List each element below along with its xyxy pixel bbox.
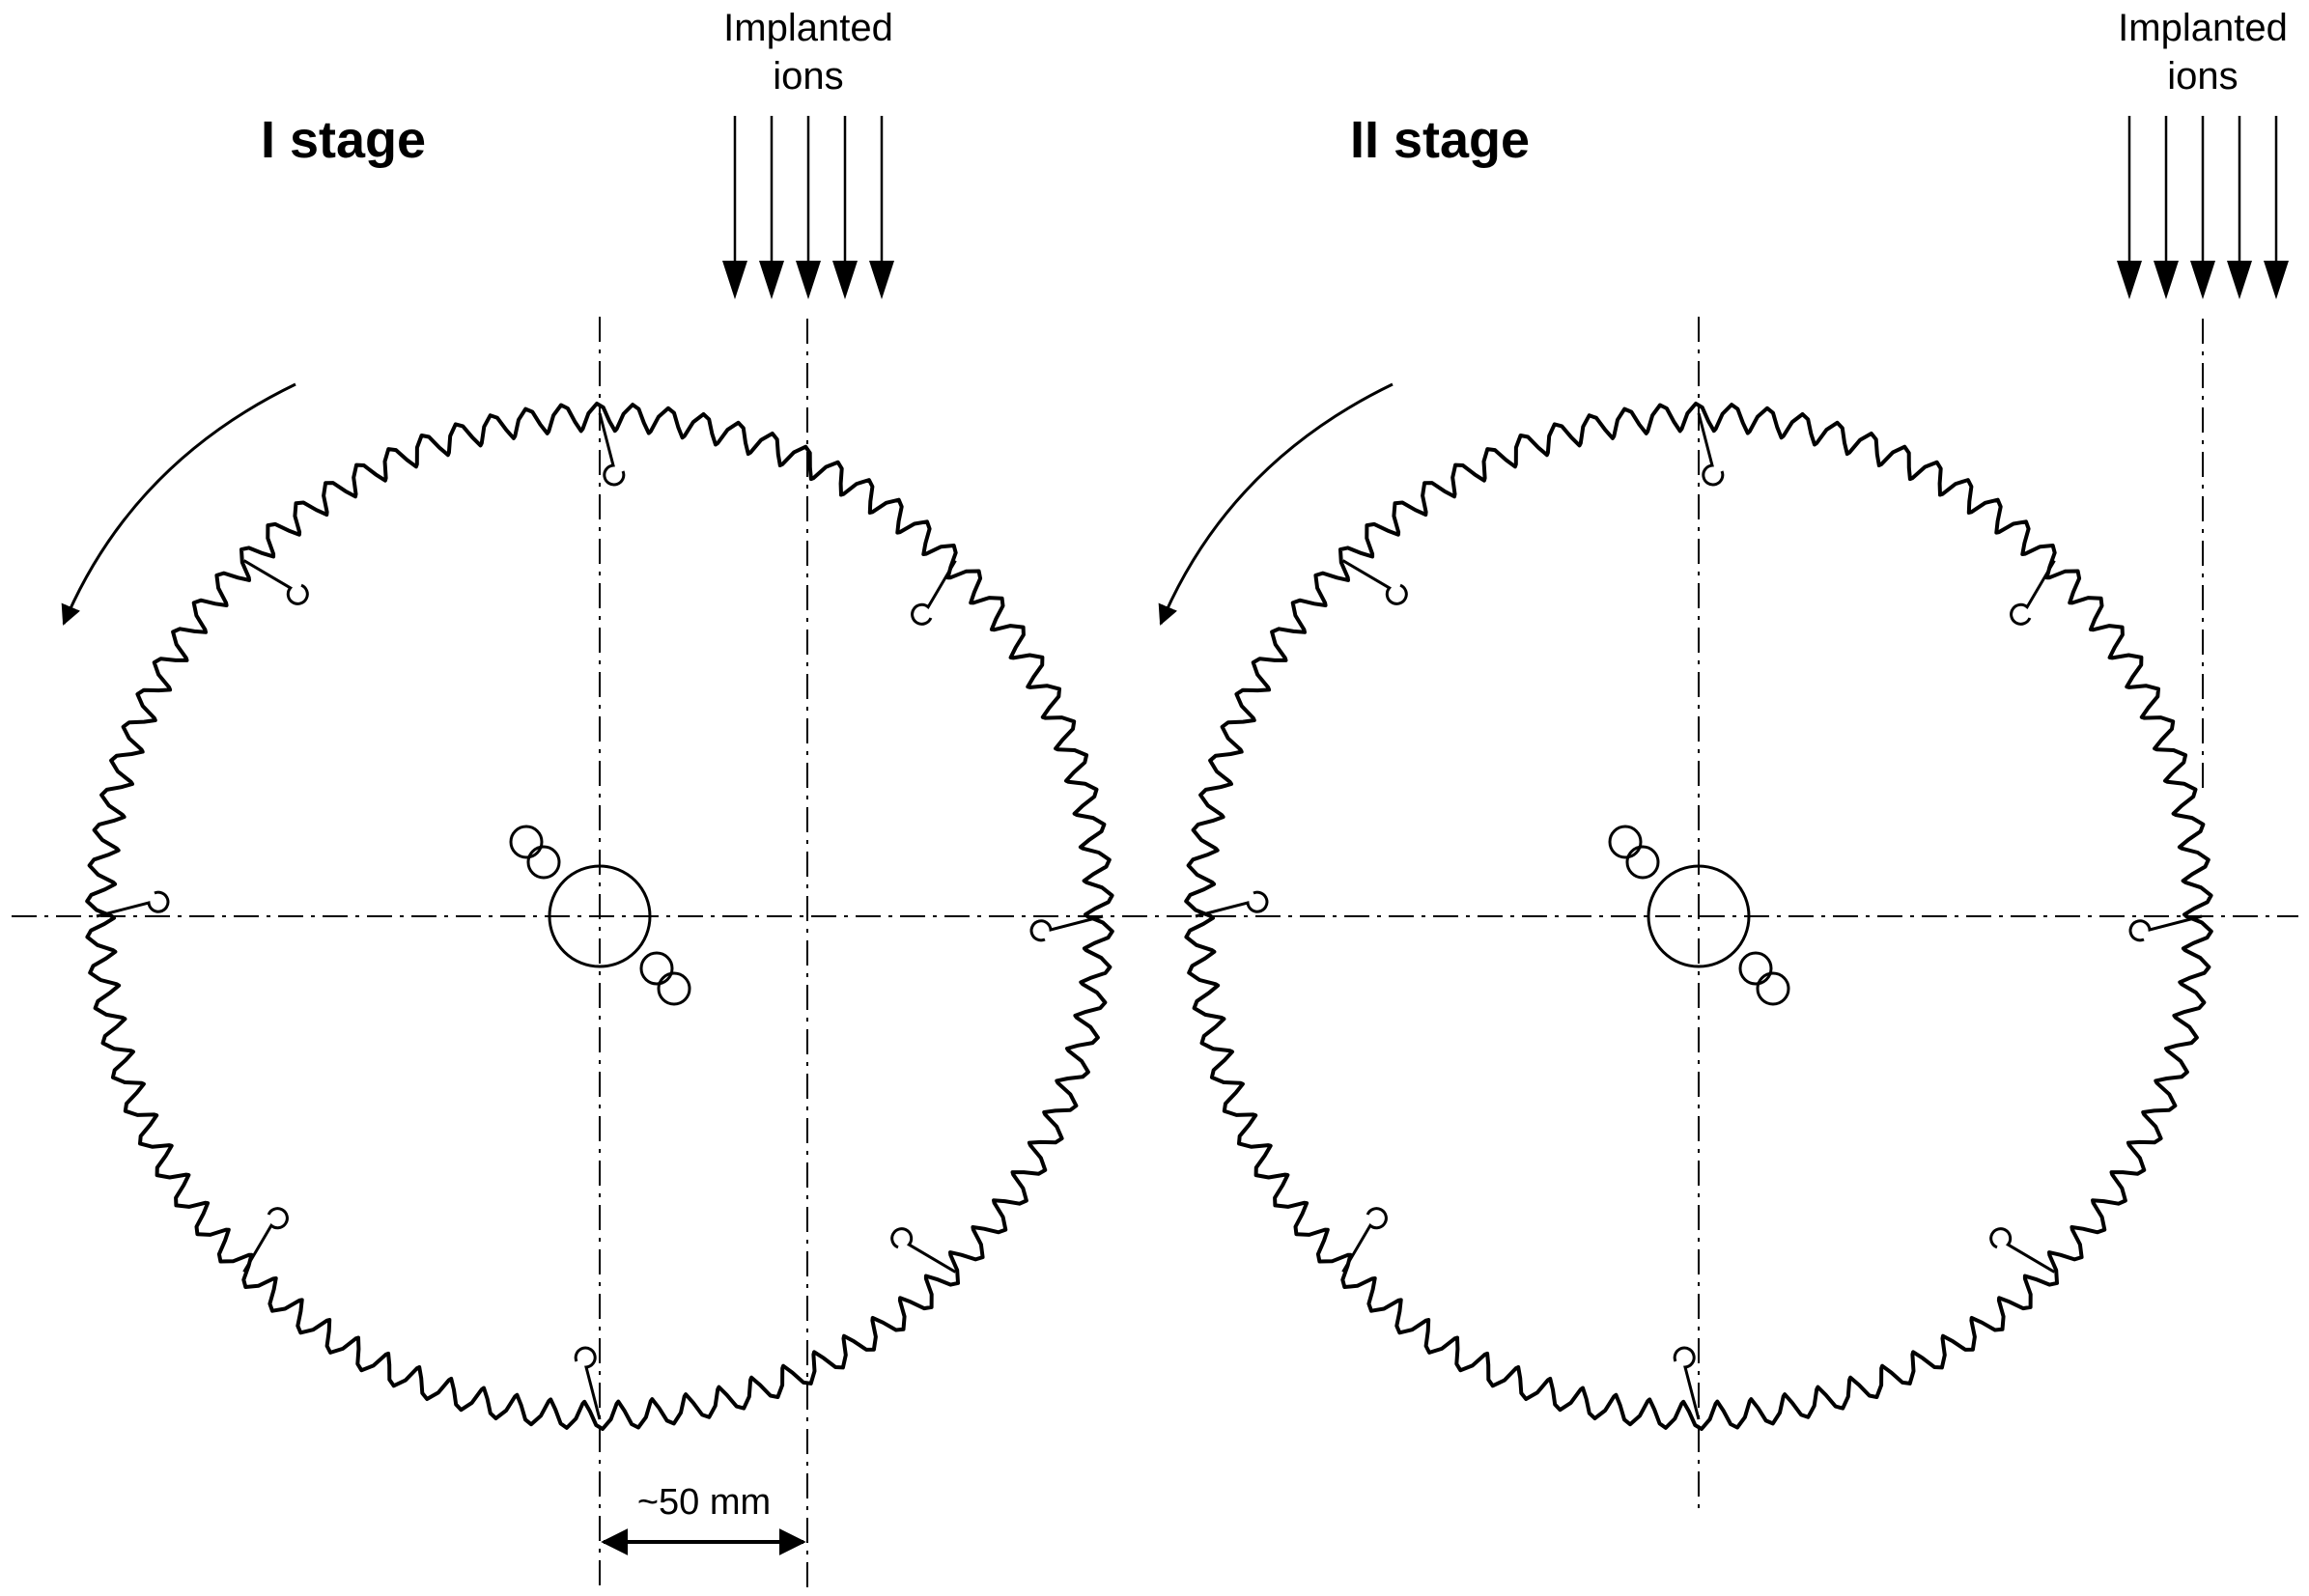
ion-arrow-head	[796, 261, 821, 299]
stage-2-rotation-arrow	[1158, 382, 1394, 626]
ion-arrow-head	[2154, 261, 2179, 299]
expansion-slot	[1341, 559, 1408, 605]
expansion-slot	[1989, 1227, 2056, 1274]
ion-arrow-head	[759, 261, 784, 299]
stage-1-pin-hole-upper	[509, 825, 561, 880]
stage-1-group: I stage Implanted ions ~50 mm	[61, 7, 1114, 1589]
expansion-slot	[911, 559, 957, 626]
expansion-slot	[1697, 412, 1725, 487]
stage-2-saw-blade	[1184, 402, 2213, 1431]
stage-1-rotation-arrow	[61, 382, 296, 626]
expansion-slot	[1195, 890, 1269, 918]
saw-blade-rim	[1184, 402, 2213, 1431]
stage-2-title: II stage	[1350, 111, 1530, 169]
expansion-slot	[1029, 914, 1104, 942]
saw-blade-rim	[85, 402, 1114, 1431]
expansion-slot	[242, 1207, 289, 1274]
stage-2-ion-arrows	[2117, 116, 2289, 299]
stage-1-title: I stage	[261, 111, 426, 169]
ion-arrow-head	[832, 261, 858, 299]
dimension-label: ~50 mm	[637, 1482, 771, 1523]
stage-1-arbor-hole	[548, 864, 652, 968]
expansion-slot	[1673, 1346, 1701, 1420]
expansion-slot	[96, 890, 170, 918]
expansion-slot	[2128, 914, 2203, 942]
stage-1-pin-hole-lower	[639, 951, 691, 1006]
stage-2-pin-hole-upper	[1608, 825, 1660, 880]
stage-2-ions-label-line2: ions	[2167, 55, 2238, 98]
ion-arrow-head	[2227, 261, 2252, 299]
expansion-slot	[890, 1227, 957, 1274]
ion-arrow-head	[2264, 261, 2289, 299]
ion-arrow-head	[722, 261, 747, 299]
stage-2-ions-label-line1: Implanted	[2118, 7, 2288, 49]
expansion-slot	[242, 559, 309, 605]
stage-2-group: II stage Implanted ions	[1158, 7, 2289, 1508]
stage-1-ion-arrows	[722, 116, 894, 299]
expansion-slot	[574, 1346, 602, 1420]
stage-2-pin-hole-lower	[1738, 951, 1790, 1006]
ion-arrow-head	[2117, 261, 2142, 299]
stage-1-ions-label-line2: ions	[773, 55, 843, 98]
stage-2-arbor-hole	[1647, 864, 1751, 968]
ion-arrow-head	[2190, 261, 2215, 299]
stage-1-saw-blade	[85, 402, 1114, 1431]
expansion-slot	[598, 412, 626, 487]
expansion-slot	[1341, 1207, 1388, 1274]
expansion-slot	[2010, 559, 2056, 626]
stage-1-ions-label-line1: Implanted	[723, 7, 893, 49]
ion-arrow-head	[869, 261, 894, 299]
